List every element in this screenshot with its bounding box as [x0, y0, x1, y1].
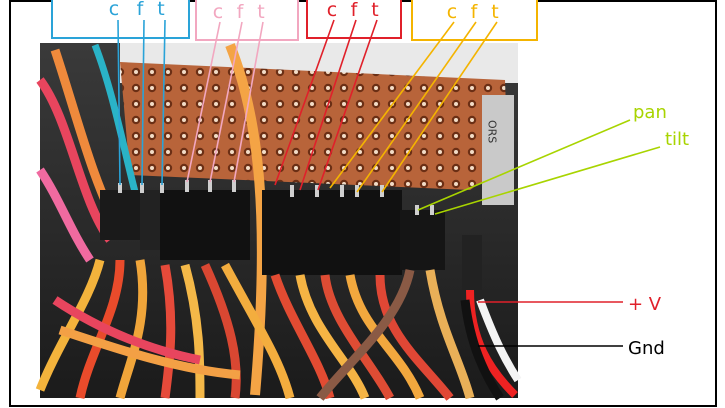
group-orange-letter-c: c	[447, 1, 457, 23]
group-pink: c f t	[195, 0, 299, 41]
pointer-lines-pink	[186, 21, 264, 183]
group-blue: c f t	[51, 0, 190, 39]
group-orange: c f t	[411, 0, 538, 41]
label-pan: pan	[633, 102, 667, 123]
label-tilt: tilt	[665, 129, 689, 150]
group-red-letter-c: c	[327, 0, 337, 21]
group-pink-letter-c: c	[213, 1, 223, 23]
label-gnd: Gnd	[628, 338, 665, 359]
group-red-letter-f: f	[351, 0, 359, 21]
perfboard: ORS	[120, 62, 514, 205]
group-orange-letter-t: t	[491, 1, 498, 23]
photo: ORS	[35, 43, 522, 401]
group-blue-letter-f: f	[137, 0, 145, 20]
group-pink-letter-t: t	[257, 1, 264, 23]
pointer-lines-orange	[329, 21, 498, 193]
group-red-letter-t: t	[371, 0, 378, 21]
group-blue-letter-c: c	[109, 0, 119, 20]
group-pink-letter-f: f	[237, 1, 245, 23]
pointer-lines-red	[274, 19, 378, 191]
board-marking: ORS	[486, 120, 499, 143]
servo-wire-bundle	[35, 258, 475, 401]
pointer-lines-pan-tilt	[417, 119, 661, 215]
group-orange-letter-f: f	[471, 1, 479, 23]
group-red: c f t	[306, 0, 402, 39]
label-vplus: + V	[628, 294, 662, 315]
group-blue-letter-t: t	[157, 0, 164, 20]
pointer-lines-blue	[117, 19, 166, 186]
